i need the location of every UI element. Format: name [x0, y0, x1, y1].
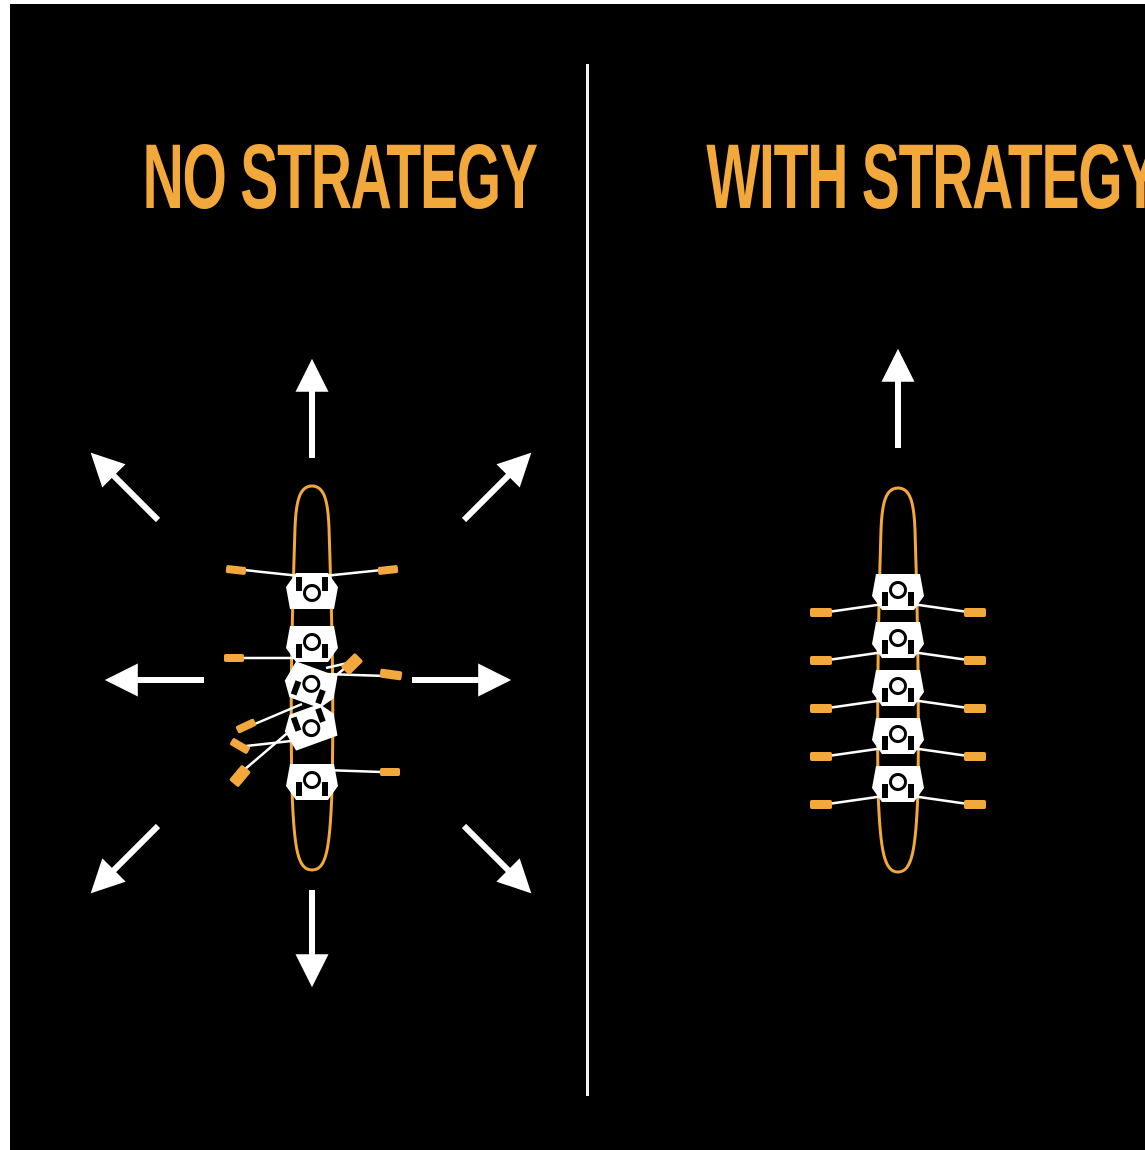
left-rowers — [284, 573, 338, 800]
right-oar-blades — [810, 608, 986, 809]
arrow-up-left-icon — [90, 452, 161, 523]
rower-icon — [872, 766, 924, 802]
background-panel — [10, 4, 1145, 1150]
left-oar-blades — [224, 565, 403, 787]
center-divider — [586, 64, 589, 1096]
left-boat — [224, 484, 403, 872]
rower-icon — [286, 764, 338, 800]
rower-icon — [286, 573, 338, 609]
rower-icon — [872, 574, 924, 610]
right-oars — [827, 602, 969, 806]
rower-icon — [872, 718, 924, 754]
rower-icon — [872, 670, 924, 706]
boat-hull — [289, 484, 335, 872]
arrow-down-right-icon — [461, 823, 532, 894]
rower-icon — [284, 703, 338, 751]
right-boat — [810, 486, 986, 874]
arrow-up-right-icon — [461, 452, 532, 523]
rower-icon — [284, 661, 338, 709]
left-title: NO STRATEGY — [142, 126, 538, 228]
left-arrows — [90, 358, 532, 988]
rower-icon — [286, 626, 338, 662]
right-rowers — [872, 574, 924, 802]
rower-icon — [872, 622, 924, 658]
boat-hull — [876, 486, 920, 874]
arrow-down-left-icon — [90, 823, 161, 894]
